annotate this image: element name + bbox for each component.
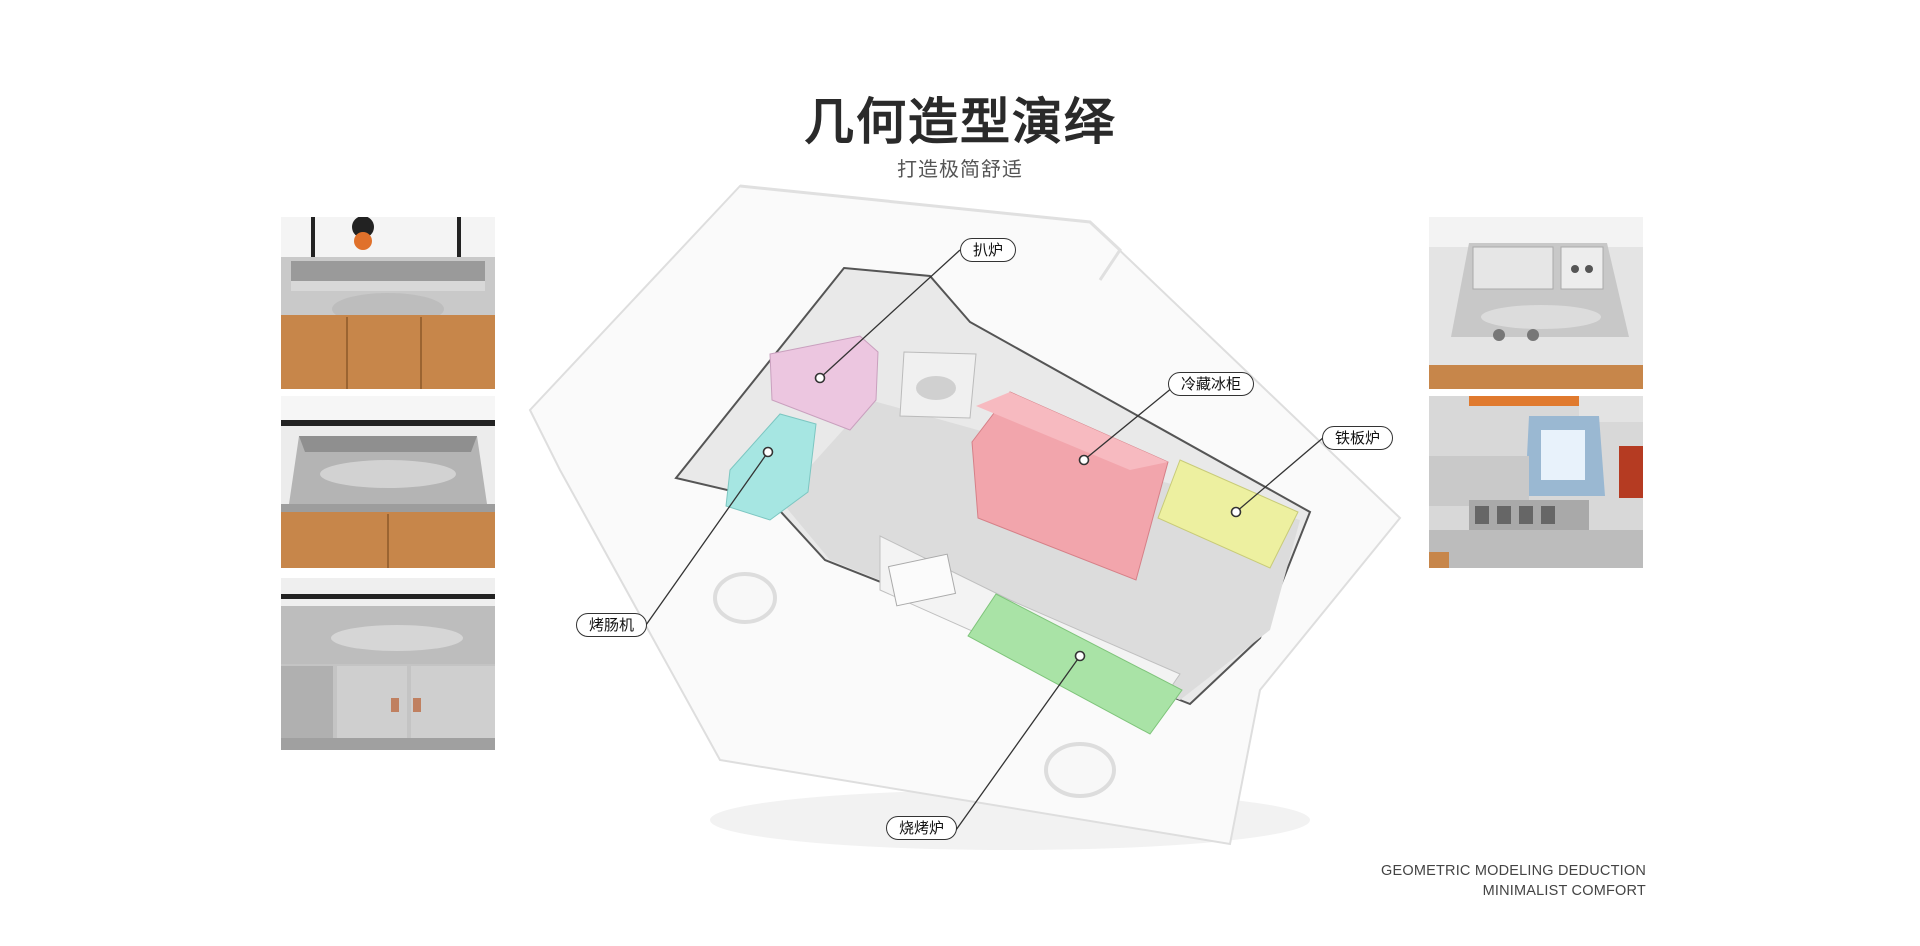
tagline-line2: MINIMALIST COMFORT [1482, 883, 1646, 899]
callout-bbq: 烧烤炉 [886, 816, 958, 840]
tagline-line1: GEOMETRIC MODELING DEDUCTION [1381, 863, 1646, 879]
fridge-block [971, 391, 1169, 581]
iron-plate-block [1157, 459, 1299, 569]
photo-griddle-counter [281, 217, 495, 389]
sausage-block [725, 413, 817, 521]
callout-iron-plate: 铁板炉 [1322, 426, 1394, 450]
tagline: GEOMETRIC MODELING DEDUCTION MINIMALIST … [1381, 861, 1646, 901]
photo-fridge-counter [281, 578, 495, 750]
photo-flat-counter [281, 396, 495, 568]
truck-body [528, 184, 1402, 846]
griddle-block [769, 335, 879, 431]
photo-griddle-unit [1429, 217, 1643, 389]
callout-fridge: 冷藏冰柜 [1168, 372, 1255, 396]
truck-floor [780, 400, 1300, 700]
bbq-block [967, 593, 1183, 735]
page-title: 几何造型演绎 [804, 93, 1116, 151]
page-subtitle: 打造极简舒适 [897, 157, 1023, 181]
truck-interior [674, 266, 1312, 706]
callout-griddle: 扒炉 [960, 238, 1017, 262]
callout-sausage: 烤肠机 [576, 613, 648, 637]
photo-iron-plate-unit [1429, 396, 1643, 568]
